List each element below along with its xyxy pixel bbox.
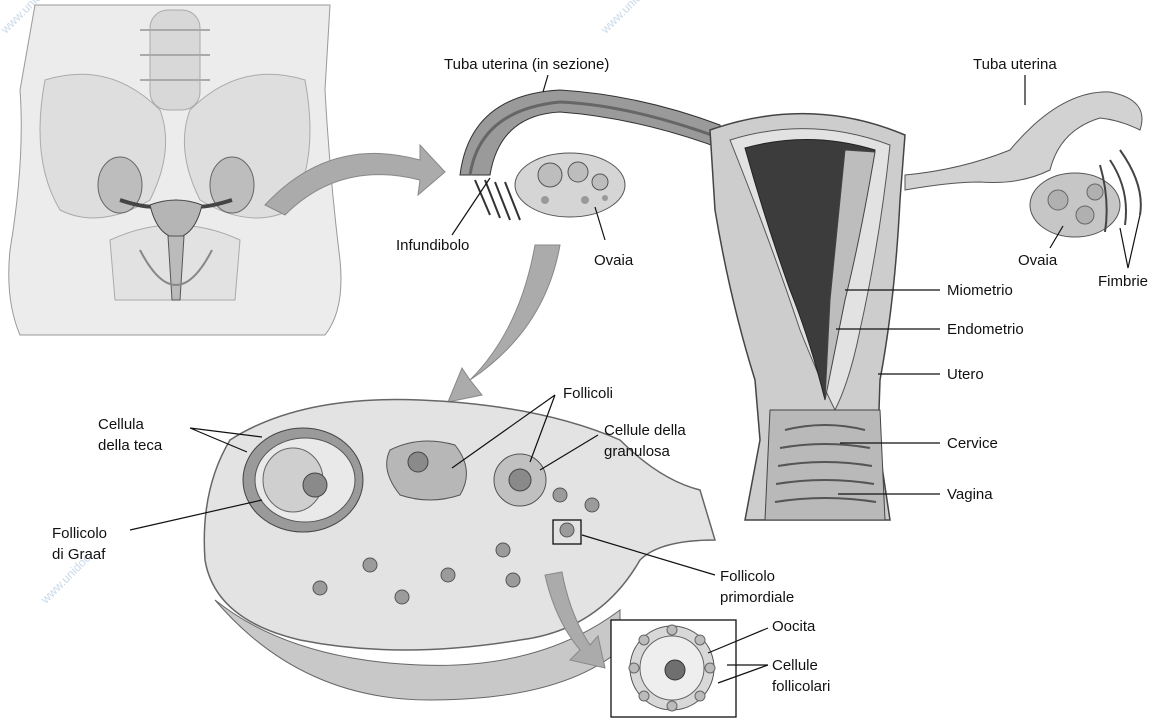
pelvis-overview-illustration bbox=[9, 5, 341, 335]
watermark-text: www.unidoc bbox=[597, 0, 653, 37]
label-vagina: Vagina bbox=[947, 486, 993, 503]
label-cervice: Cervice bbox=[947, 435, 998, 452]
label-endometrio: Endometrio bbox=[947, 321, 1024, 338]
label-miometrio: Miometrio bbox=[947, 282, 1013, 299]
label-granulosa-line1: Cellule della bbox=[604, 422, 686, 439]
primordial-follicle-inset bbox=[611, 620, 736, 717]
label-cellula-teca-line1: Cellula bbox=[98, 416, 145, 433]
label-ovaia-left: Ovaia bbox=[594, 252, 634, 269]
label-granulosa-line2: granulosa bbox=[604, 443, 671, 460]
label-ovaia-right: Ovaia bbox=[1018, 252, 1058, 269]
arrow-to-ovary bbox=[448, 245, 560, 402]
label-tuba-uterina: Tuba uterina bbox=[973, 56, 1057, 73]
label-tuba-sezione: Tuba uterina (in sezione) bbox=[444, 56, 609, 73]
label-fimbrie: Fimbrie bbox=[1098, 273, 1148, 290]
label-graaf-line2: di Graaf bbox=[52, 546, 106, 563]
label-primordiale-line1: Follicolo bbox=[720, 568, 775, 585]
label-utero: Utero bbox=[947, 366, 984, 383]
label-follicolari-line1: Cellule bbox=[772, 657, 818, 674]
label-oocita: Oocita bbox=[772, 618, 816, 635]
label-graaf-line1: Follicolo bbox=[52, 525, 107, 542]
label-infundibolo: Infundibolo bbox=[396, 237, 469, 254]
label-follicolari-line2: follicolari bbox=[772, 678, 830, 695]
label-primordiale-line2: primordiale bbox=[720, 589, 794, 606]
label-cellula-teca-line2: della teca bbox=[98, 437, 163, 454]
label-follicoli: Follicoli bbox=[563, 385, 613, 402]
